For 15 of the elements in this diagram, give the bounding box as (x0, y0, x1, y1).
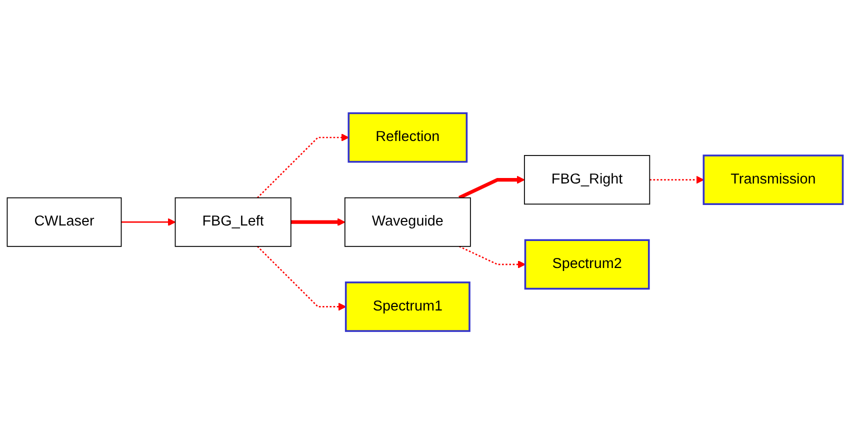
node-box: FBG_Right (524, 155, 650, 205)
node-box: Waveguide (344, 198, 471, 248)
arrow (256, 246, 346, 312)
node-box: Transmission (702, 155, 844, 206)
node-box: FBG_Left (174, 198, 292, 248)
arrow (458, 176, 525, 200)
arrow (290, 218, 346, 226)
node-box: CWLaser (6, 198, 122, 248)
arrow (121, 218, 176, 226)
arrow (256, 134, 349, 199)
arrow (650, 176, 704, 184)
arrow (458, 246, 526, 269)
node-box: Spectrum2 (524, 240, 650, 290)
node-box: Reflection (348, 112, 468, 164)
node-box: Spectrum1 (344, 282, 470, 332)
